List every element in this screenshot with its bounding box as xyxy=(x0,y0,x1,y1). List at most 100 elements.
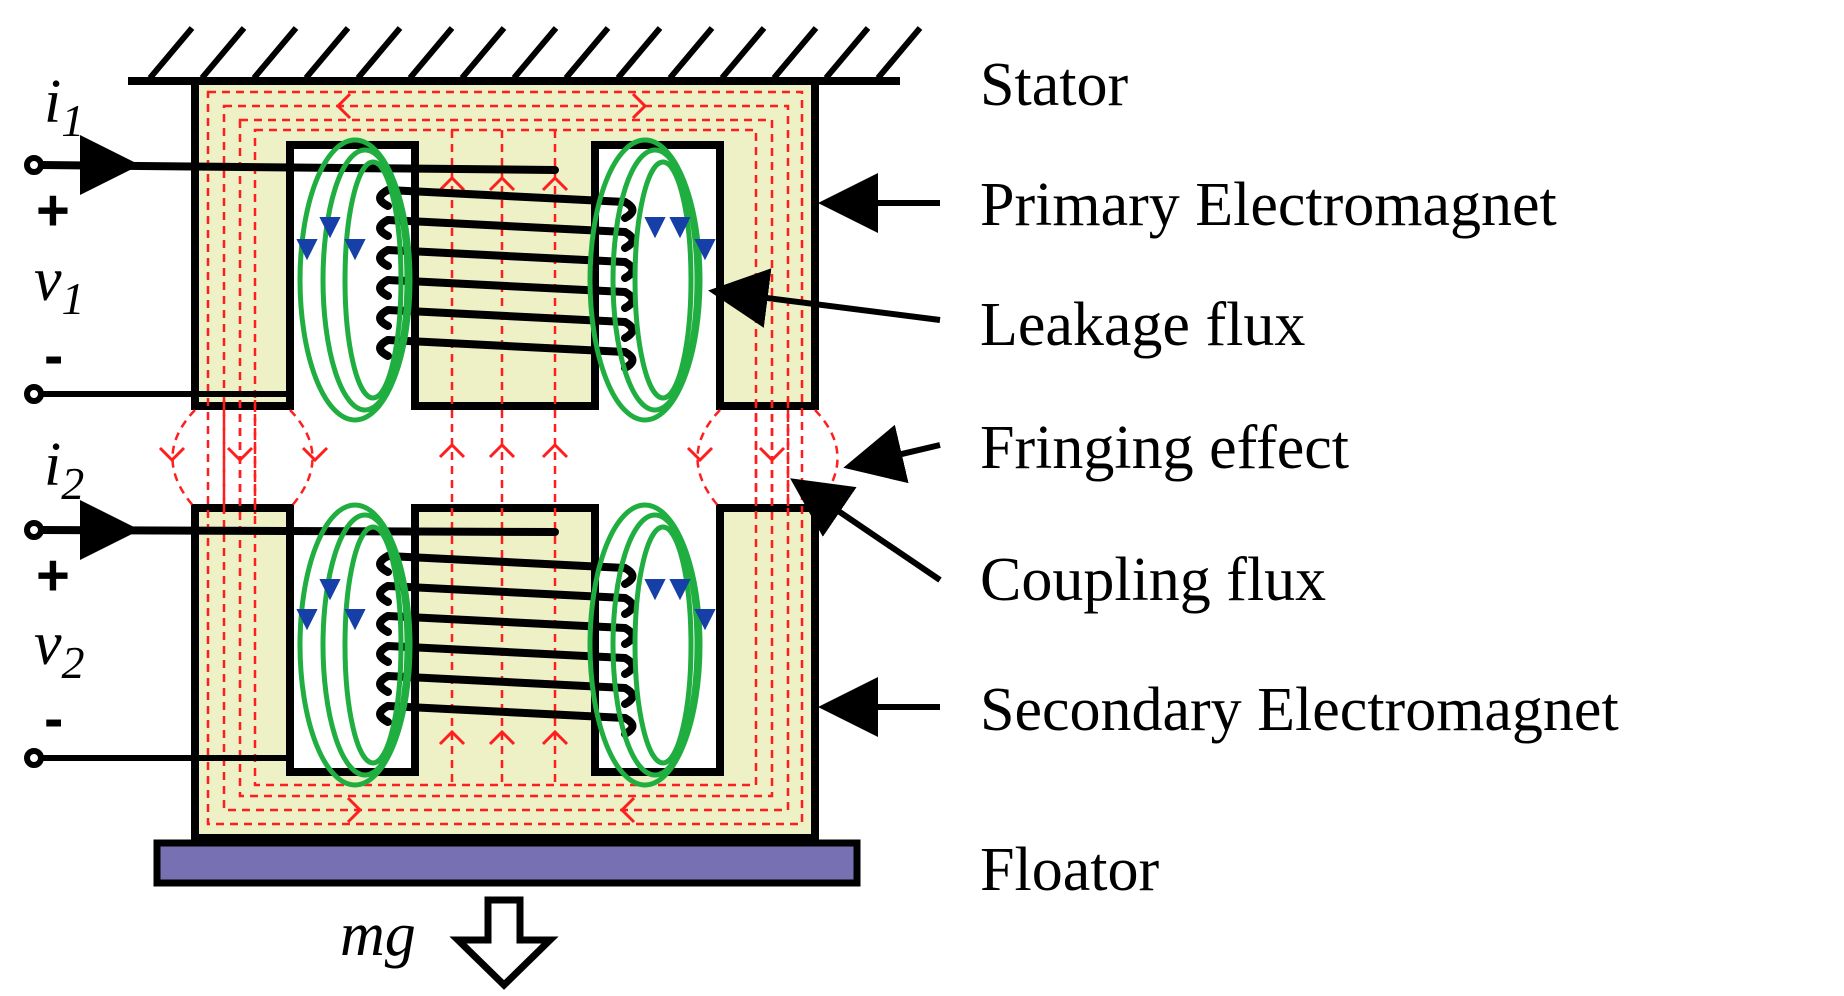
leakage-loop xyxy=(320,512,410,778)
voltage-v1: v1 xyxy=(34,246,85,324)
leakage-arrow xyxy=(296,609,318,631)
flux-arrow xyxy=(686,446,714,463)
voltage-v2: v2 xyxy=(34,610,85,688)
plus-sign-1: + xyxy=(36,178,70,243)
flux-arrow xyxy=(335,92,352,120)
label-leakage-flux: Leakage flux xyxy=(980,291,1305,359)
coil-winding xyxy=(384,642,629,662)
stator-hatch-line xyxy=(303,26,351,80)
leakage-loop xyxy=(320,147,410,413)
fringing-flux xyxy=(171,409,839,509)
leakage-loop xyxy=(587,137,703,423)
primary-symbols: i1 + v1 - xyxy=(34,68,85,388)
leakage-arrow xyxy=(669,217,691,239)
stator-hatch-line xyxy=(615,26,663,80)
coil-turn-right xyxy=(621,714,637,738)
coil-turn-right xyxy=(621,654,637,678)
floator-bar xyxy=(153,839,861,887)
component-labels: Stator Primary Electromagnet Leakage flu… xyxy=(980,51,1619,904)
leakage-flux-loops xyxy=(296,137,716,788)
fringe-curve xyxy=(171,409,196,509)
coil-turn-right xyxy=(621,288,637,312)
leakage-loop xyxy=(610,512,700,778)
leakage-arrow xyxy=(669,579,691,601)
coil-winding xyxy=(384,702,629,722)
flux-arrow xyxy=(541,442,569,459)
gravity-indicator: mg xyxy=(340,896,559,990)
flux-arrow xyxy=(541,175,569,192)
flux-arrow xyxy=(758,446,786,463)
terminal-node xyxy=(24,520,44,540)
terminal-leads xyxy=(24,135,290,768)
secondary-core xyxy=(191,504,819,842)
leakage-arrow xyxy=(694,609,716,631)
down-arrow-icon xyxy=(449,896,559,990)
leakage-loop xyxy=(297,502,413,788)
current-i2: i2 xyxy=(44,431,84,509)
leakage-arrow xyxy=(319,579,341,601)
leakage-loop xyxy=(297,137,413,423)
minus-sign-2: - xyxy=(44,686,63,751)
label-stator: Stator xyxy=(980,51,1128,119)
fringing-pointer xyxy=(843,424,941,484)
coil-turn-right xyxy=(621,228,637,252)
flux-loop xyxy=(222,104,790,812)
coil-winding xyxy=(384,336,629,356)
stator-hatch-line xyxy=(563,26,611,80)
flux-arrow xyxy=(438,729,466,746)
coil-winding xyxy=(384,216,629,236)
coil-turn-right xyxy=(621,258,637,282)
leakage-pointer xyxy=(708,268,941,328)
stator-hatch-line xyxy=(667,26,715,80)
coil-turn-right xyxy=(621,198,637,222)
fringe-curve xyxy=(289,409,314,509)
coil-winding xyxy=(384,552,629,572)
stator-hatch-line xyxy=(719,26,767,80)
primary-core xyxy=(191,77,819,410)
stator-hatch-line xyxy=(407,26,455,80)
stator-hatch-line xyxy=(771,26,819,80)
label-secondary-electromagnet: Secondary Electromagnet xyxy=(980,676,1619,744)
coil-turn-right xyxy=(621,564,637,588)
label-primary-electromagnet: Primary Electromagnet xyxy=(980,171,1557,239)
flux-arrow xyxy=(488,442,516,459)
stator-hatch-line xyxy=(875,26,923,80)
terminal-node xyxy=(24,155,44,175)
leakage-arrow xyxy=(694,239,716,261)
coil-winding xyxy=(384,276,629,296)
coil-winding xyxy=(384,672,629,692)
leakage-arrow xyxy=(344,609,366,631)
leakage-arrow xyxy=(344,239,366,261)
leakage-loop xyxy=(632,159,694,401)
flux-loop xyxy=(206,90,804,826)
flux-arrow xyxy=(541,729,569,746)
label-coupling-flux: Coupling flux xyxy=(980,546,1326,614)
flux-loop xyxy=(253,128,758,787)
coil-turn-right xyxy=(621,318,637,342)
leakage-loop xyxy=(610,147,700,413)
stator xyxy=(128,26,923,85)
stator-hatch-line xyxy=(823,26,871,80)
leakage-loop xyxy=(632,524,694,766)
stator-hatch-line xyxy=(147,26,195,80)
terminal-node xyxy=(24,384,44,404)
current-i1: i1 xyxy=(44,68,84,146)
flux-arrow xyxy=(301,446,329,463)
flux-arrow xyxy=(631,92,648,120)
stator-hatch-line xyxy=(459,26,507,80)
flux-arrow xyxy=(438,175,466,192)
flux-arrow xyxy=(488,175,516,192)
stator-hatch-line xyxy=(251,26,299,80)
flux-arrow xyxy=(619,796,636,824)
coil-turn-right xyxy=(621,624,637,648)
leakage-loop xyxy=(587,502,703,788)
stator-hatch-line xyxy=(355,26,403,80)
flux-arrow xyxy=(226,446,254,463)
fringe-curve xyxy=(814,409,839,509)
coil-turn-right xyxy=(621,684,637,708)
leakage-loop xyxy=(342,524,404,766)
label-fringing-effect: Fringing effect xyxy=(980,414,1349,482)
coil-turn-right xyxy=(621,594,637,618)
coil-winding xyxy=(384,612,629,632)
